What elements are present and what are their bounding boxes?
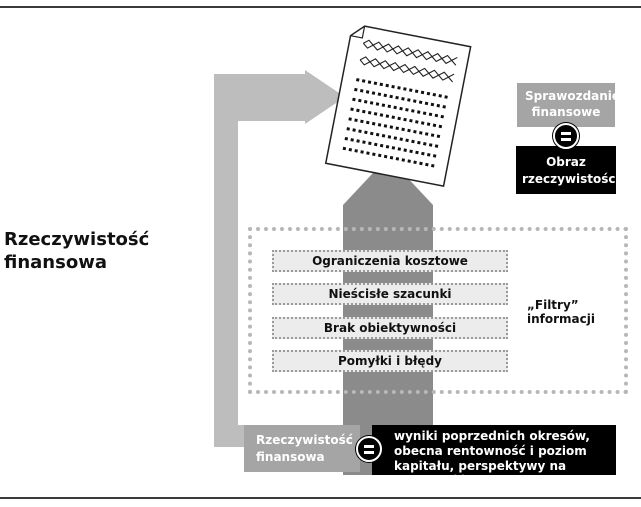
financial-statement-document-icon [324, 25, 472, 188]
light-arrow-shape [214, 70, 345, 447]
financial-statement-label: Sprawozdanie finansowe [525, 89, 621, 119]
filter-band-lack-of-objectivity: Brak obiektywności [272, 317, 508, 339]
equals-circle-icon [553, 123, 579, 149]
financial-statement-box: Sprawozdanie finansowe [517, 83, 621, 127]
light-arrow-base [214, 425, 252, 447]
filters-label: „Filtry” informacji [527, 298, 595, 326]
filter-band-mistakes-and-errors: Pomyłki i błędy [272, 350, 508, 372]
reality-picture-label: Obraz rzeczywistości [522, 155, 620, 186]
left-title: Rzeczywistość finansowa [4, 229, 150, 273]
filter-band-inaccurate-estimates: Nieścisłe szacunki [272, 283, 508, 305]
financial-reality-description: wyniki poprzednich okresów, obecna rento… [394, 429, 590, 488]
financial-reality-box: Rzeczywistość finansowa [244, 425, 360, 472]
dark-upward-arrow [343, 157, 433, 475]
filter-band-cost-limits: Ograniczenia kosztowe [272, 250, 508, 272]
financial-reality-description-box: wyniki poprzednich okresów, obecna rento… [372, 425, 616, 488]
financial-reality-label: Rzeczywistość finansowa [256, 433, 353, 464]
information-filters-frame [248, 227, 628, 394]
top-rule [0, 6, 641, 8]
bottom-rule [0, 497, 641, 499]
reality-picture-box: Obraz rzeczywistości [516, 146, 620, 194]
equals-circle-icon [356, 436, 382, 462]
